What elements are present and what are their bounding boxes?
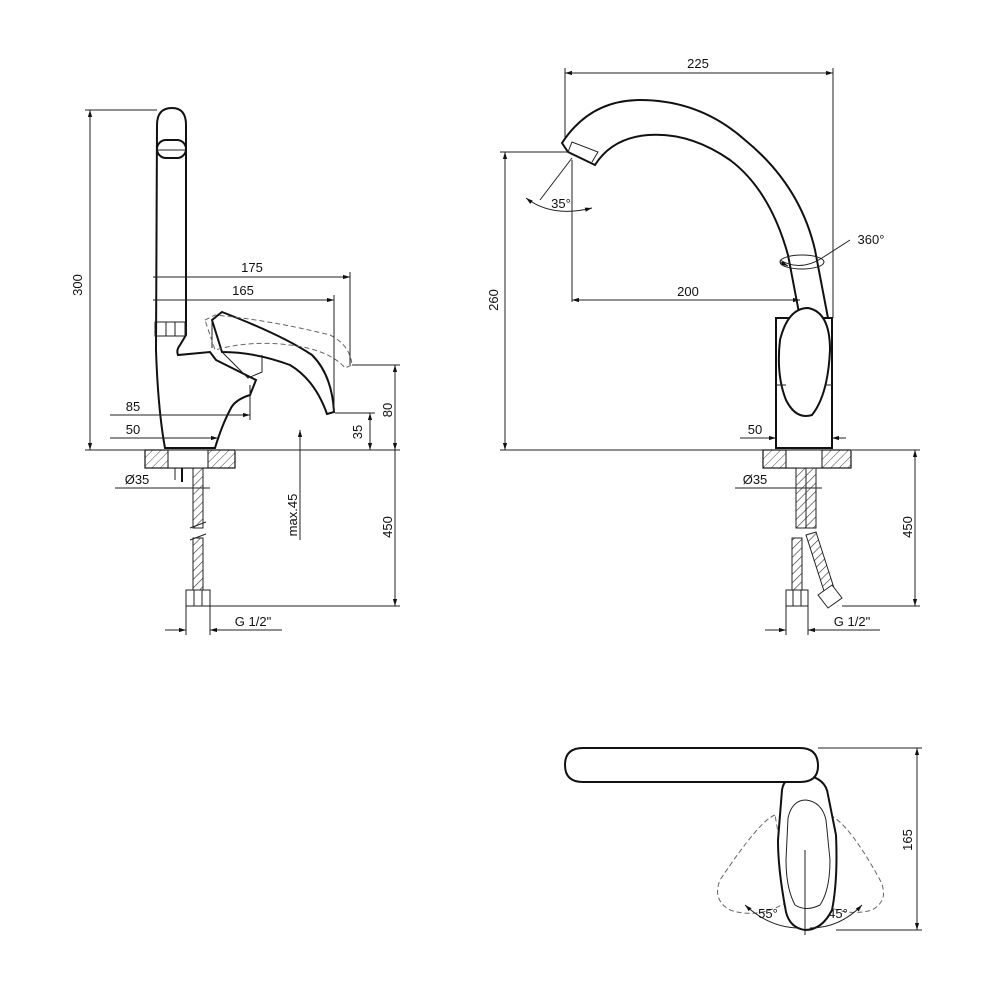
side-dim-height: 300 [70, 274, 85, 296]
side-body-joint [154, 321, 186, 337]
front-dim-hose-length: 450 [900, 516, 915, 538]
top-dim-angle-right: 45° [828, 906, 848, 921]
front-dim-50: 50 [748, 422, 762, 437]
top-lever-right-position [814, 814, 885, 913]
front-hose-nut-hot [785, 589, 809, 607]
front-hose-cold-lower [805, 531, 835, 592]
side-dim-reach-inner: 165 [232, 283, 254, 298]
side-view: 300 175 165 85 50 80 35 Ø35 max.45 450 G… [70, 106, 400, 635]
front-hose-hot-upper [795, 467, 807, 529]
side-aerator [156, 139, 187, 159]
side-faucet-body [154, 106, 353, 449]
front-hose-cold-upper [805, 467, 817, 529]
side-hose-lower [192, 537, 204, 591]
top-dim-depth: 165 [900, 829, 915, 851]
front-dim-thread: G 1/2" [834, 614, 871, 629]
side-hose-upper [192, 467, 204, 529]
front-dim-200: 200 [677, 284, 699, 299]
front-dim-rotation: 360° [858, 232, 885, 247]
side-hose-nut [185, 589, 211, 607]
front-dim-diameter: Ø35 [743, 472, 768, 487]
side-dim-thread: G 1/2" [235, 614, 272, 629]
top-lever-left-position [717, 814, 791, 914]
front-view: 225 260 200 35° 360° 50 Ø35 450 G 1/2" [486, 56, 920, 635]
side-dim-35: 35 [350, 425, 365, 439]
top-view: 55° 45° 165 [563, 747, 922, 935]
front-hose-hot-lower [791, 537, 803, 591]
front-dim-angle-spout: 35° [551, 196, 571, 211]
front-dim-height: 260 [486, 289, 501, 311]
side-dim-50: 50 [126, 422, 140, 437]
top-dim-angle-left: 55° [758, 906, 778, 921]
side-dim-reach-outer: 175 [241, 260, 263, 275]
side-dim-85: 85 [126, 399, 140, 414]
side-dim-max-thickness: max.45 [285, 494, 300, 537]
front-faucet-body [560, 98, 833, 449]
top-spout [563, 747, 820, 783]
side-dim-hose-length: 450 [380, 516, 395, 538]
front-hose-nut-cold [817, 584, 843, 609]
front-dim-reach: 225 [687, 56, 709, 71]
side-dim-80: 80 [380, 403, 395, 417]
side-dim-diameter: Ø35 [125, 472, 150, 487]
front-lever [777, 306, 832, 417]
